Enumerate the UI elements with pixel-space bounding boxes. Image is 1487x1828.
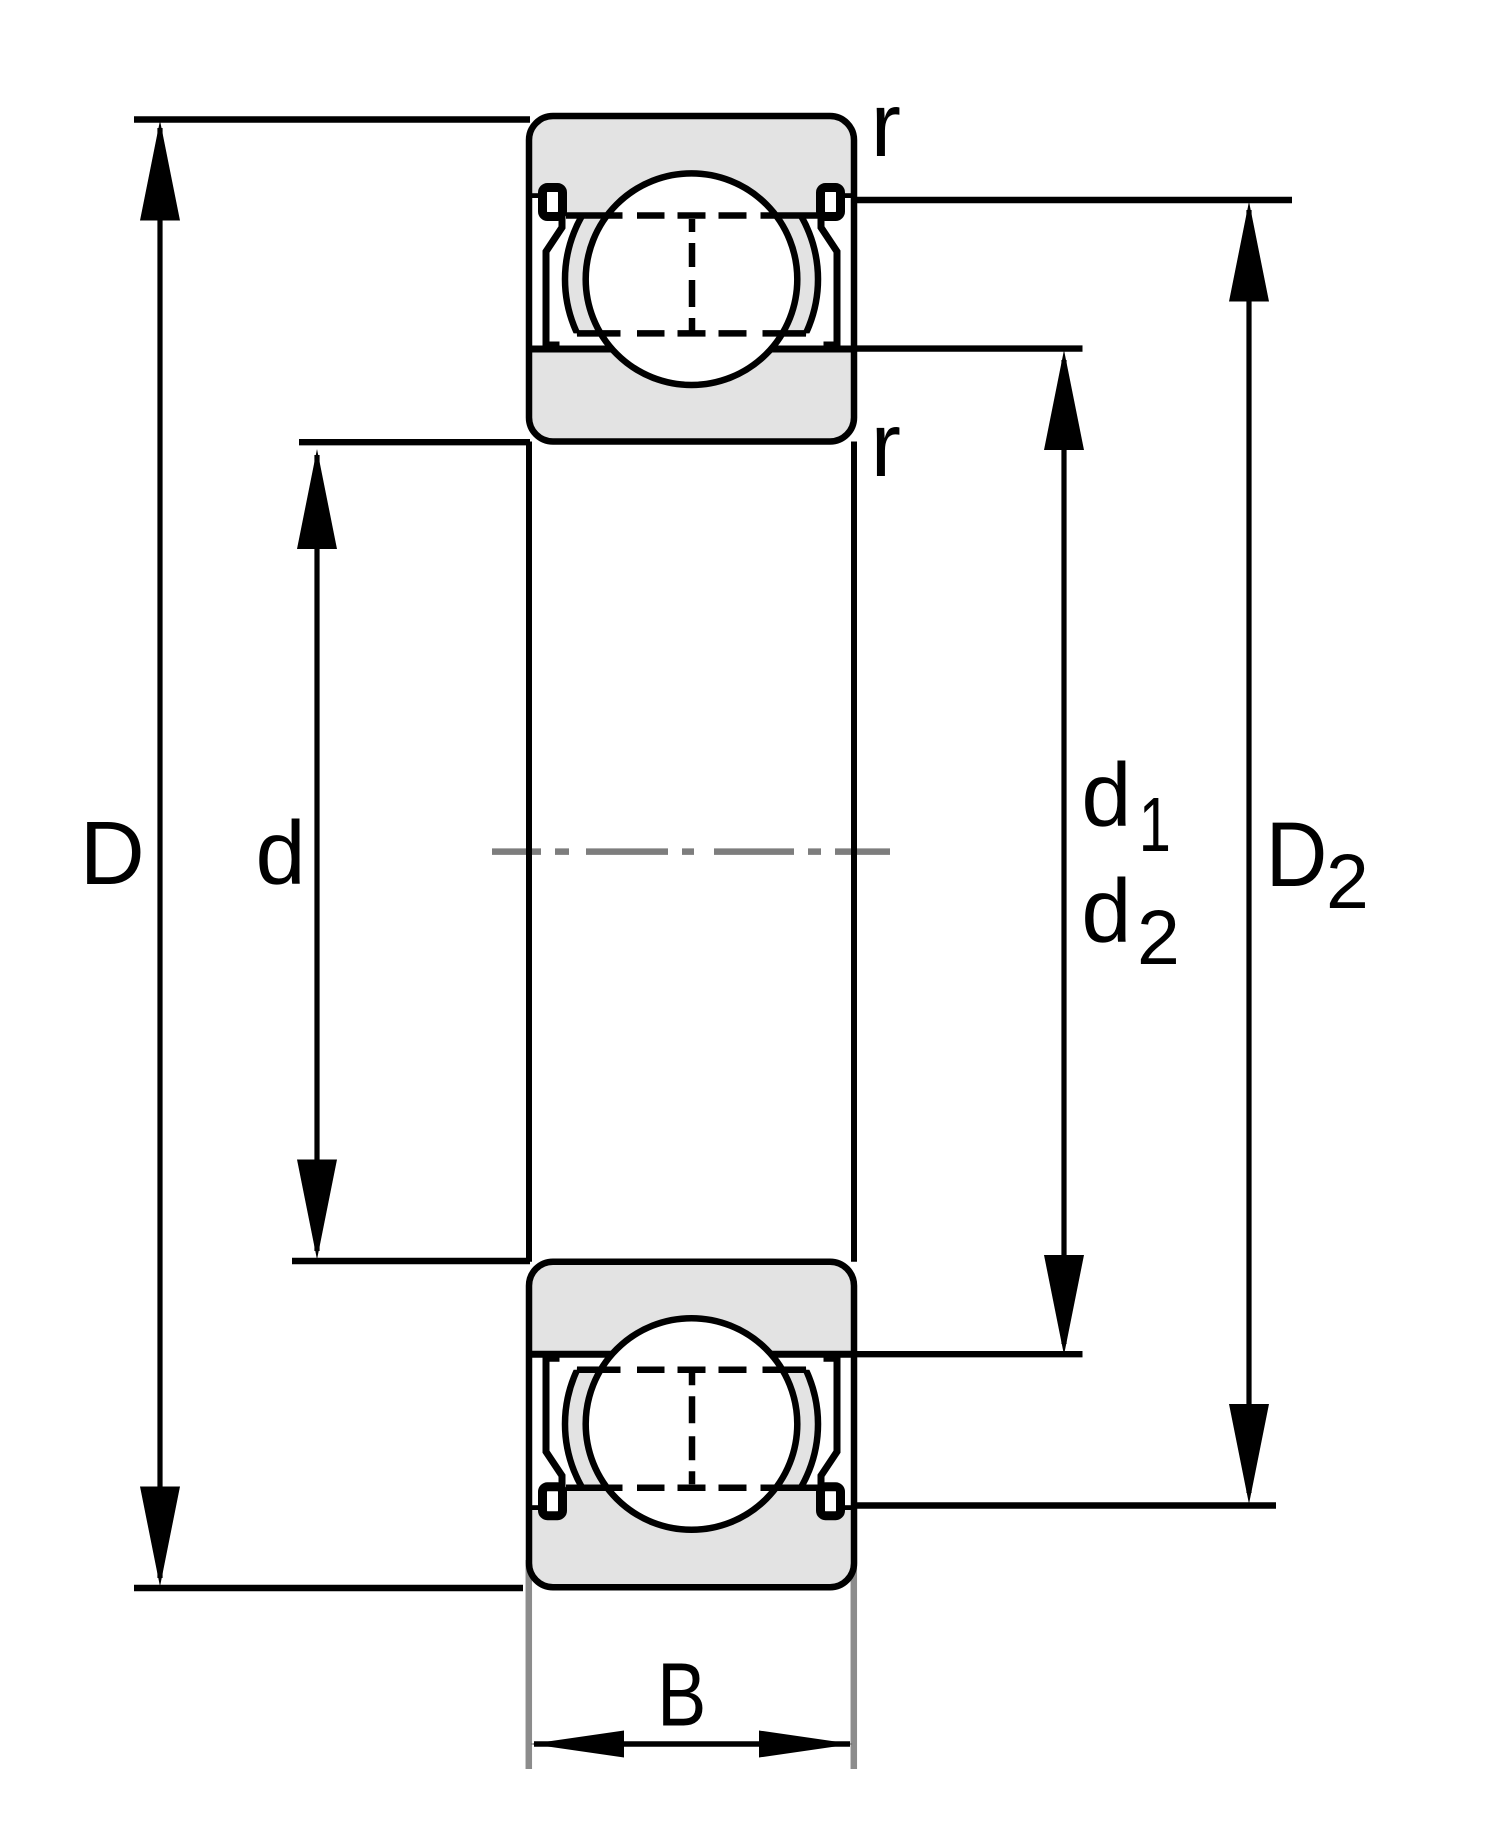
svg-text:2: 2 — [1137, 895, 1180, 981]
svg-text:D: D — [1266, 803, 1328, 906]
svg-text:r: r — [871, 395, 901, 496]
svg-text:d: d — [256, 804, 306, 904]
svg-text:d: d — [1081, 746, 1131, 846]
svg-text:r: r — [871, 75, 901, 176]
svg-text:B: B — [657, 1646, 706, 1746]
svg-text:D: D — [80, 804, 145, 904]
svg-text:1: 1 — [1139, 782, 1171, 868]
svg-text:d: d — [1081, 862, 1131, 962]
svg-text:2: 2 — [1326, 839, 1369, 925]
